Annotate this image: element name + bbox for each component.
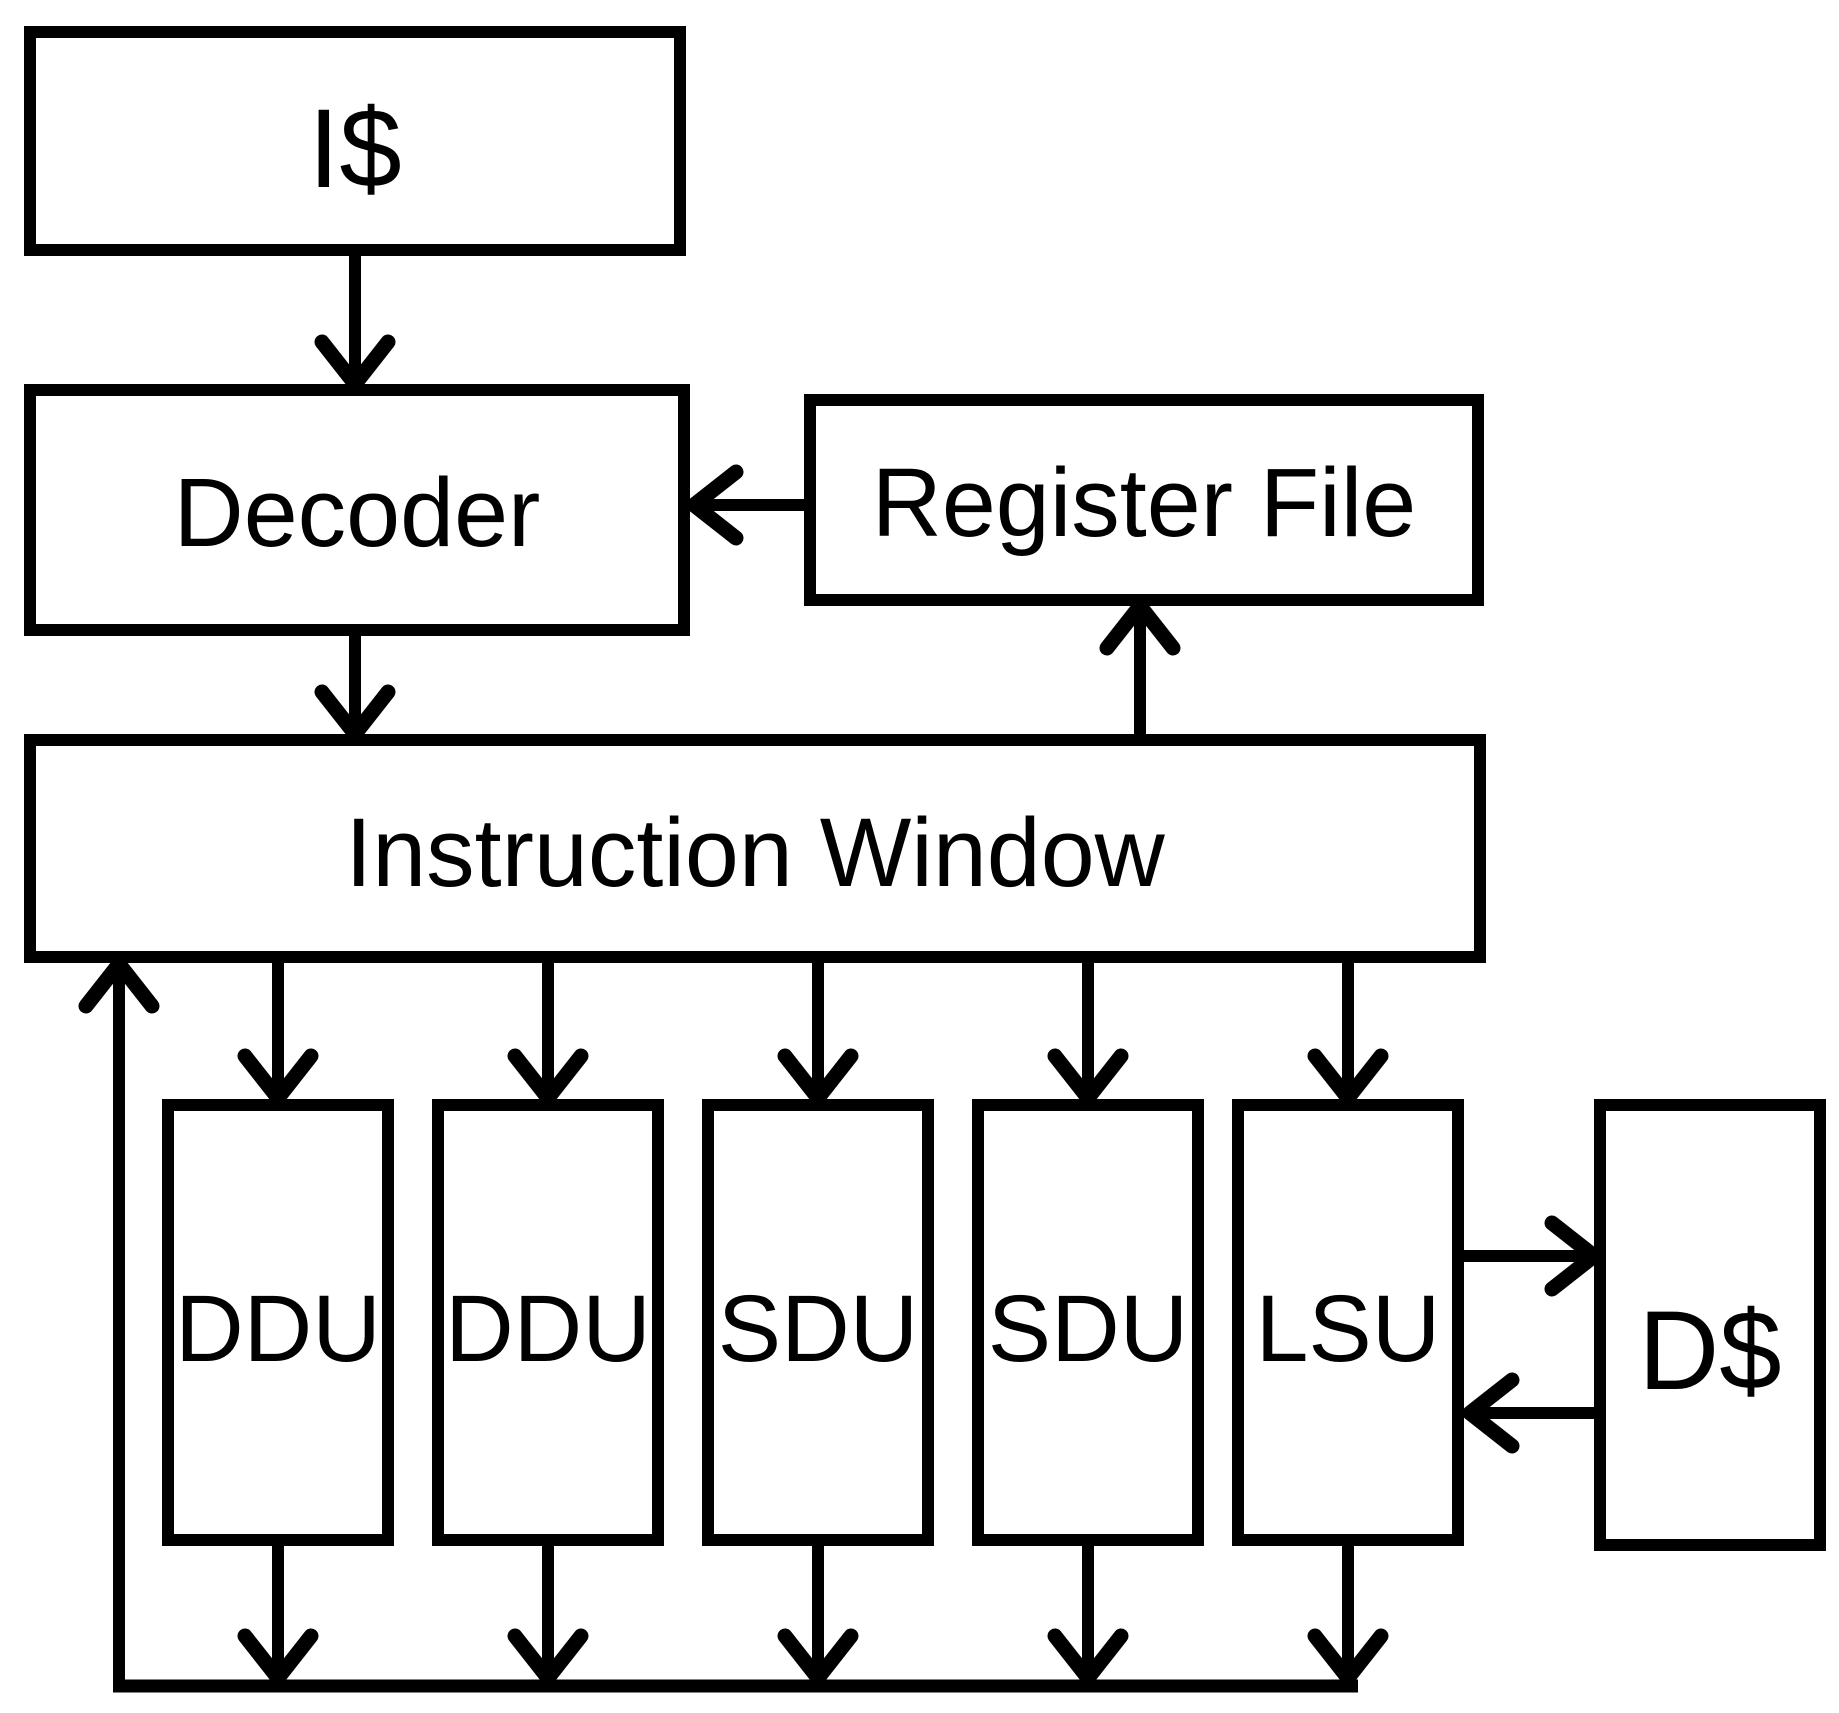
arrow-lsu-to-dcache	[1458, 1215, 1602, 1297]
arrowhead-down-icon	[1307, 1628, 1389, 1686]
arrowhead-down-icon	[507, 1048, 589, 1106]
arrowhead-down-icon	[237, 1628, 319, 1686]
arrowhead-down-icon	[777, 1048, 859, 1106]
register-file-label: Register File	[872, 448, 1416, 557]
ddu2-box	[432, 1099, 664, 1546]
sdu2-label: SDU	[988, 1276, 1189, 1382]
sdu1-label: SDU	[718, 1276, 919, 1382]
arrowhead-up-icon	[78, 956, 160, 1014]
arrow-instruction-window-to-sdu1	[777, 957, 859, 1106]
sdu2-box	[972, 1099, 1204, 1546]
arrow-sdu1-to-bus	[777, 1540, 859, 1686]
arrow-instruction-window-to-ddu1	[237, 957, 319, 1106]
arrow-dcache-to-lsu	[1462, 1372, 1600, 1454]
arrowhead-down-icon	[314, 684, 396, 742]
arrowhead-down-icon	[1307, 1048, 1389, 1106]
arrowhead-down-icon	[1047, 1048, 1129, 1106]
arrowhead-left-icon	[686, 464, 744, 546]
instruction-window-box	[24, 734, 1486, 963]
arrow-instruction-window-to-sdu2	[1047, 957, 1129, 1106]
arrow-ddu1-to-bus	[237, 1540, 319, 1686]
arrow-decoder-to-instruction-window	[314, 630, 396, 742]
arrow-sdu2-to-bus	[1047, 1540, 1129, 1686]
arrowhead-down-icon	[314, 334, 396, 392]
instruction-window-label: Instruction Window	[345, 798, 1165, 907]
dcache-label: D$	[1638, 1288, 1781, 1413]
writeback-feedback-path	[78, 956, 1358, 1693]
decoder-label: Decoder	[174, 458, 541, 567]
arrowhead-left-icon	[1462, 1372, 1520, 1454]
lsu-label: LSU	[1256, 1276, 1441, 1382]
dcache-box	[1594, 1099, 1826, 1551]
ddu2-label: DDU	[445, 1276, 651, 1382]
arrow-instruction-window-to-ddu2	[507, 957, 589, 1106]
arrow-ddu2-to-bus	[507, 1540, 589, 1686]
arrow-instruction-window-to-lsu	[1307, 957, 1389, 1106]
arrowhead-down-icon	[237, 1048, 319, 1106]
arrowhead-right-icon	[1544, 1215, 1602, 1297]
icache-label: I$	[308, 86, 401, 211]
arrow-icache-to-decoder	[314, 250, 396, 392]
arrowhead-down-icon	[777, 1628, 859, 1686]
arrowhead-down-icon	[1047, 1628, 1129, 1686]
arrowhead-up-icon	[1099, 598, 1181, 656]
arrow-instruction-window-to-register-file	[1099, 598, 1181, 740]
icache-box	[24, 26, 686, 256]
ddu1-label: DDU	[175, 1276, 381, 1382]
arrow-lsu-to-bus	[1307, 1540, 1389, 1686]
arrowhead-down-icon	[507, 1628, 589, 1686]
arrow-register-file-to-decoder	[686, 464, 810, 546]
